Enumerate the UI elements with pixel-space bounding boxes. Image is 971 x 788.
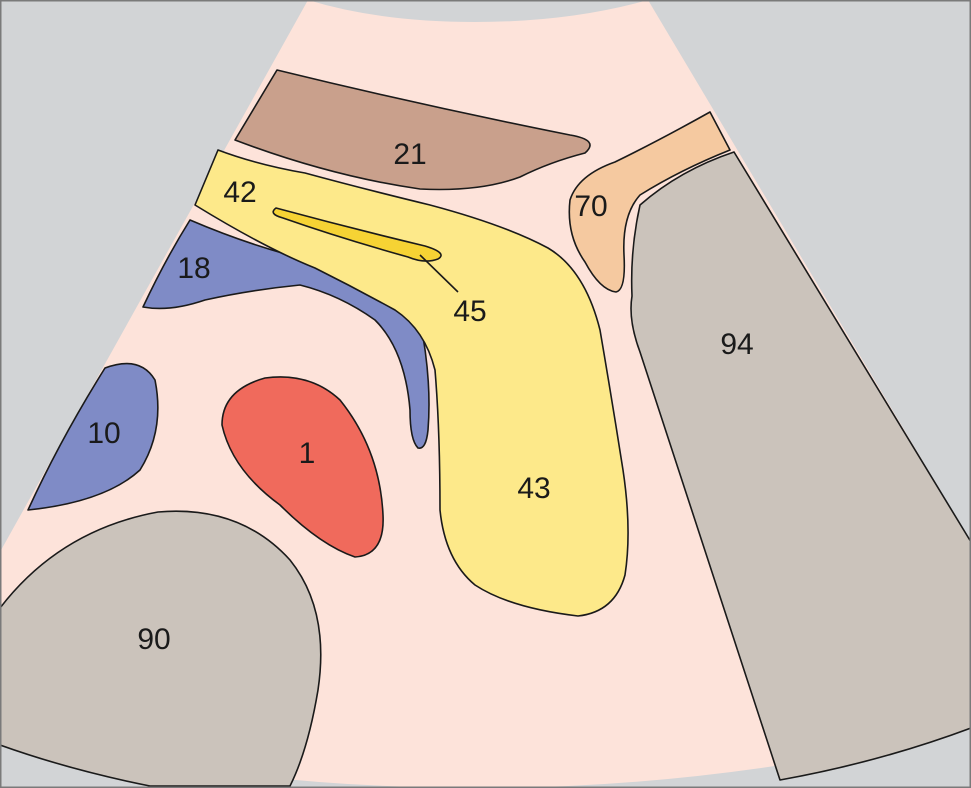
region-10	[27, 362, 159, 511]
region-1	[221, 376, 384, 558]
region-94	[630, 151, 971, 781]
region-21	[234, 69, 591, 191]
label-45-leader	[419, 254, 459, 293]
label-70: 70	[574, 190, 607, 223]
label-18: 18	[177, 252, 210, 285]
region-70	[568, 111, 731, 293]
region-42-43	[194, 149, 629, 617]
label-90: 90	[137, 623, 170, 656]
label-1: 1	[299, 437, 316, 470]
label-21: 21	[393, 138, 426, 171]
label-42: 42	[223, 176, 256, 209]
label-43: 43	[517, 472, 550, 505]
label-45: 45	[453, 295, 486, 328]
label-94: 94	[720, 328, 753, 361]
region-90	[0, 510, 322, 787]
label-10: 10	[87, 417, 120, 450]
